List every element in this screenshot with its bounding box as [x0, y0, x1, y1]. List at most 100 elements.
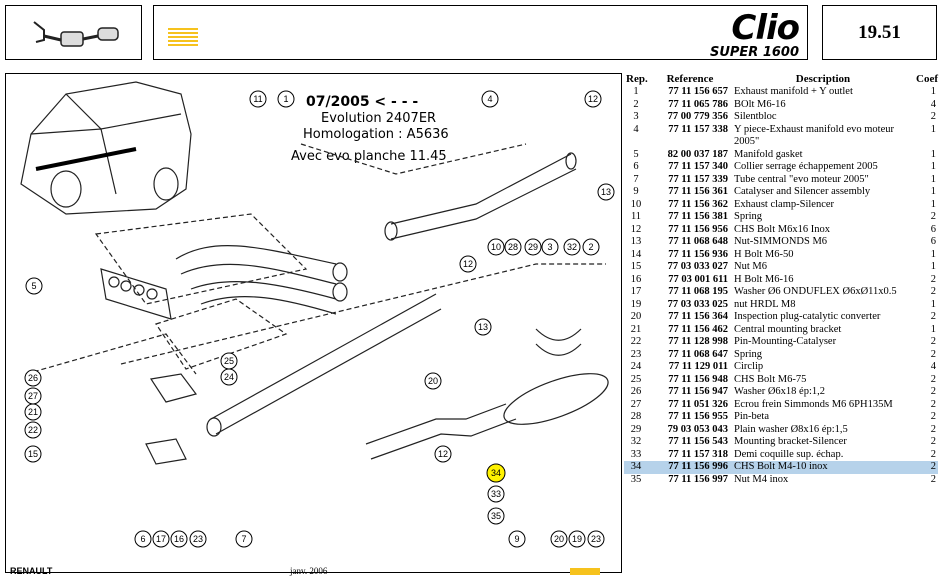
brand-model: SUPER 1600 [709, 45, 799, 60]
cell-desc: Mounting bracket-Silencer [734, 436, 847, 447]
svg-text:2: 2 [588, 242, 593, 252]
cell-rep: 22 [630, 336, 642, 347]
cell-desc: Spring [734, 211, 763, 222]
cell-desc: Catalyser and Silencer assembly [734, 186, 871, 197]
parts-row[interactable]: 6 77 11 157 340 Collier serrage échappemen… [624, 161, 938, 174]
svg-text:13: 13 [601, 187, 611, 197]
cell-coef: 4 [930, 361, 936, 372]
footer-brand: RENAULT [10, 566, 53, 576]
cell-coef: 2 [930, 348, 936, 360]
svg-text:21: 21 [28, 407, 38, 417]
cell-ref: 77 11 128 998 [668, 336, 728, 347]
cell-ref: 77 03 033 027 [667, 261, 728, 272]
svg-text:23: 23 [591, 534, 601, 544]
cell-desc: Spring [734, 348, 763, 360]
cell-rep: 27 [630, 398, 642, 410]
cell-coef: 1 [930, 148, 936, 160]
page-number: 19.51 [822, 5, 937, 60]
stripes-logo [168, 28, 198, 46]
cell-desc: Manifold gasket [734, 148, 803, 160]
col-rep: Rep. [626, 73, 648, 85]
cell-ref: 77 11 129 011 [668, 361, 728, 372]
svg-text:15: 15 [28, 449, 38, 459]
svg-text:4: 4 [487, 94, 492, 104]
cell-desc: Pin-beta [734, 411, 769, 422]
cell-desc: Exhaust clamp-Silencer [734, 198, 835, 210]
svg-text:9: 9 [514, 534, 519, 544]
svg-text:7: 7 [241, 534, 246, 544]
cell-rep: 6 [633, 161, 639, 172]
cell-desc: Silentbloc [734, 111, 777, 122]
cell-coef: 1 [930, 173, 936, 185]
cell-ref: 77 11 156 997 [668, 473, 728, 485]
svg-text:6: 6 [140, 534, 145, 544]
cell-ref: 77 11 068 647 [668, 348, 728, 360]
cell-rep: 5 [633, 148, 639, 160]
cell-rep: 13 [630, 236, 642, 247]
parts-row[interactable]: 23 77 11 068 647 Spring 2 [624, 349, 938, 362]
svg-text:27: 27 [28, 391, 38, 401]
cell-coef: 2 [930, 311, 936, 322]
cell-desc: Washer Ø6 ONDUFLEX Ø6xØ11x0.5 [734, 286, 897, 297]
svg-text:11: 11 [253, 94, 262, 104]
svg-text:22: 22 [28, 425, 38, 435]
svg-text:20: 20 [554, 534, 564, 544]
cell-ref: 77 11 157 340 [668, 161, 728, 172]
cell-coef: 1 [930, 123, 936, 135]
cell-desc: Collier serrage échappement 2005 [734, 161, 878, 172]
cell-coef: 2 [930, 473, 936, 485]
cell-rep: 32 [630, 436, 642, 447]
cell-coef: 4 [930, 98, 936, 110]
cell-coef: 6 [930, 236, 936, 247]
callout-34-highlight [486, 463, 506, 483]
svg-text:29: 29 [528, 242, 538, 252]
cell-desc: Nut M4 inox [734, 473, 789, 485]
cell-rep: 28 [630, 411, 642, 422]
cell-ref: 77 11 065 786 [668, 98, 728, 110]
cell-coef: 2 [930, 386, 936, 397]
cell-coef: 1 [930, 261, 936, 272]
cell-desc: Demi coquille sup. échap. [734, 448, 844, 460]
cell-rep: 15 [630, 261, 642, 272]
cell-coef: 2 [930, 423, 936, 435]
cell-rep: 23 [630, 348, 642, 360]
footer-yellow-mark [570, 568, 600, 575]
cell-desc: Y piece-Exhaust manifold evo moteur 2005… [734, 123, 894, 148]
cell-rep: 14 [630, 248, 642, 260]
evolution-note: Avec evo planche 11.45 [291, 149, 447, 164]
brand-name: Clio [731, 8, 800, 48]
cell-coef: 2 [930, 111, 936, 122]
svg-text:35: 35 [491, 511, 501, 521]
cell-rep: 16 [630, 273, 642, 285]
